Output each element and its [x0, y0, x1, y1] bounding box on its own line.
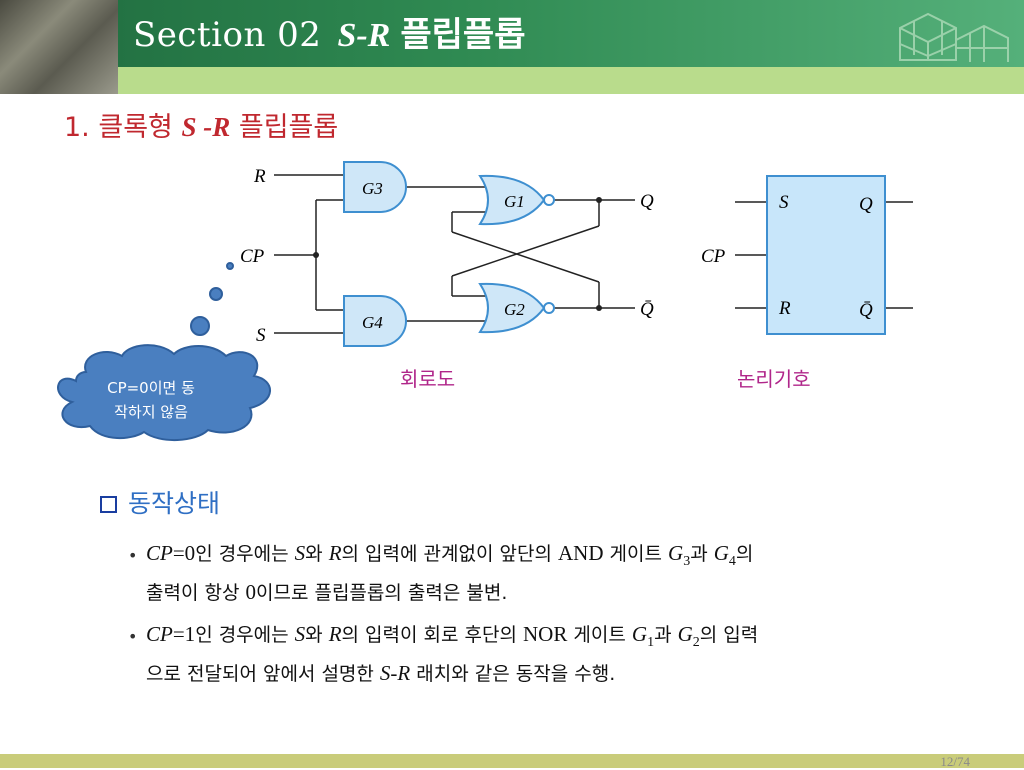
b1-and: AND [557, 541, 604, 565]
checkbox-bullet-icon [100, 496, 117, 513]
and-gate-g3 [343, 161, 407, 213]
b2-line2a: 으로 전달되어 앞에서 설명한 [146, 662, 380, 685]
gate-g2-label: G2 [504, 300, 525, 319]
nor-gate-g2 [478, 282, 546, 334]
b1-g3: G [668, 541, 684, 565]
thought-cloud [57, 262, 271, 442]
b1-t1: 인 경우에는 [195, 543, 295, 565]
footer-bar [0, 754, 1024, 768]
b1-s: S [294, 541, 306, 565]
input-cp-label: CP [240, 246, 265, 267]
operation-heading: 동작상태 [128, 489, 221, 518]
b2-t1: 인 경우에는 [195, 624, 295, 646]
flip-flop-box [766, 175, 886, 335]
b2-t6: 의 입력 [699, 624, 759, 646]
logic-symbol: S CP R Q Q̄ [701, 175, 913, 335]
circuit-diagram: R CP S G3 G1 G2 G4 Q Q̄ [240, 161, 654, 347]
b1-line2b: 이므로 플립플롭의 출력은 불변. [255, 581, 508, 604]
header-bar [0, 0, 1024, 67]
b2-t3: 의 입력이 회로 후단의 [341, 624, 524, 646]
symbol-caption: 논리기호 [737, 367, 811, 391]
output-qbar-label: Q̄ [640, 299, 654, 320]
b2-nor: NOR [523, 622, 568, 646]
nor-gate-g1 [478, 174, 546, 226]
b1-line2a: 출력이 항상 [146, 581, 246, 604]
b2-g1: G [631, 622, 648, 646]
bullet-2: CP=1인 경우에는 S와 R의 입력이 회로 후단의 NOR 게이트 G1과 … [146, 619, 996, 689]
b2-s: S [294, 622, 306, 646]
cloud-text: CP=0이면 동 작하지 않음 [56, 376, 246, 424]
header-strip [0, 67, 1024, 94]
b2-g2n: 2 [692, 634, 700, 650]
b1-eq: =0 [172, 541, 196, 565]
title-section: Section 02 [133, 15, 322, 55]
gate-g3-label: G3 [362, 179, 383, 198]
b1-t2: 와 [305, 543, 329, 565]
subtitle-kr2: 플립플롭 [238, 112, 339, 143]
b1-t4: 게이트 [603, 543, 669, 565]
b2-t4: 게이트 [567, 624, 632, 646]
pin-qbar-label: Q̄ [859, 300, 873, 321]
header-photo [0, 0, 118, 94]
b2-t2: 와 [305, 624, 329, 646]
junction-dot [596, 197, 602, 203]
pin-r-label: R [778, 298, 791, 319]
inversion-bubble [543, 302, 555, 314]
inversion-bubble [543, 194, 555, 206]
title-sr: S-R [337, 17, 391, 54]
gate-g4-label: G4 [362, 313, 383, 332]
junction-dot [313, 252, 319, 258]
b2-cp: CP [146, 622, 173, 646]
building-blocks-icon [899, 12, 1009, 62]
b1-cp: CP [146, 541, 173, 565]
b1-g4n: 4 [728, 553, 736, 569]
b1-zero: 0 [245, 579, 256, 604]
pin-s-label: S [779, 192, 789, 213]
bullet-dot-icon: • [128, 546, 138, 565]
pin-cp-label: CP [701, 246, 726, 267]
page-number: 12/74 [940, 754, 970, 769]
b1-r: R [328, 541, 342, 565]
subtitle-kr: 클록형 [98, 112, 173, 143]
input-s-label: S [256, 325, 266, 346]
b2-sr: S-R [379, 660, 411, 685]
pin-q-label: Q [859, 194, 873, 215]
subtitle-sr: S -R [181, 112, 231, 142]
subtitle: 1. 클록형 S -R 플립플롭 [64, 105, 338, 144]
title-korean: 플립플롭 [400, 15, 526, 55]
cloud-line-1: CP=0이면 동 [107, 379, 195, 397]
output-q-label: Q [640, 191, 654, 212]
cloud-line-2: 작하지 않음 [114, 403, 188, 421]
b1-t6: 의 [735, 543, 754, 565]
gate-g1-label: G1 [504, 192, 525, 211]
b1-g3n: 3 [683, 553, 691, 569]
b1-t5: 과 [690, 543, 714, 565]
junction-dot [596, 305, 602, 311]
subtitle-number: 1. [64, 112, 90, 143]
b1-t3: 의 입력에 관계없이 앞단의 [341, 543, 558, 565]
b1-g4: G [713, 541, 729, 565]
b2-g2: G [677, 622, 693, 646]
b2-eq: =1 [172, 622, 196, 646]
circuit-caption: 회로도 [400, 367, 456, 391]
bullet-dot-icon: • [128, 627, 138, 646]
b2-t5: 과 [654, 624, 678, 646]
bullet-1: CP=0인 경우에는 S와 R의 입력에 관계없이 앞단의 AND 게이트 G3… [146, 538, 996, 608]
b2-line2b: 래치와 같은 동작을 수행. [410, 662, 616, 685]
input-r-label: R [253, 166, 266, 187]
b2-r: R [328, 622, 342, 646]
and-gate-g4 [343, 295, 407, 347]
b2-g1n: 1 [647, 634, 655, 650]
